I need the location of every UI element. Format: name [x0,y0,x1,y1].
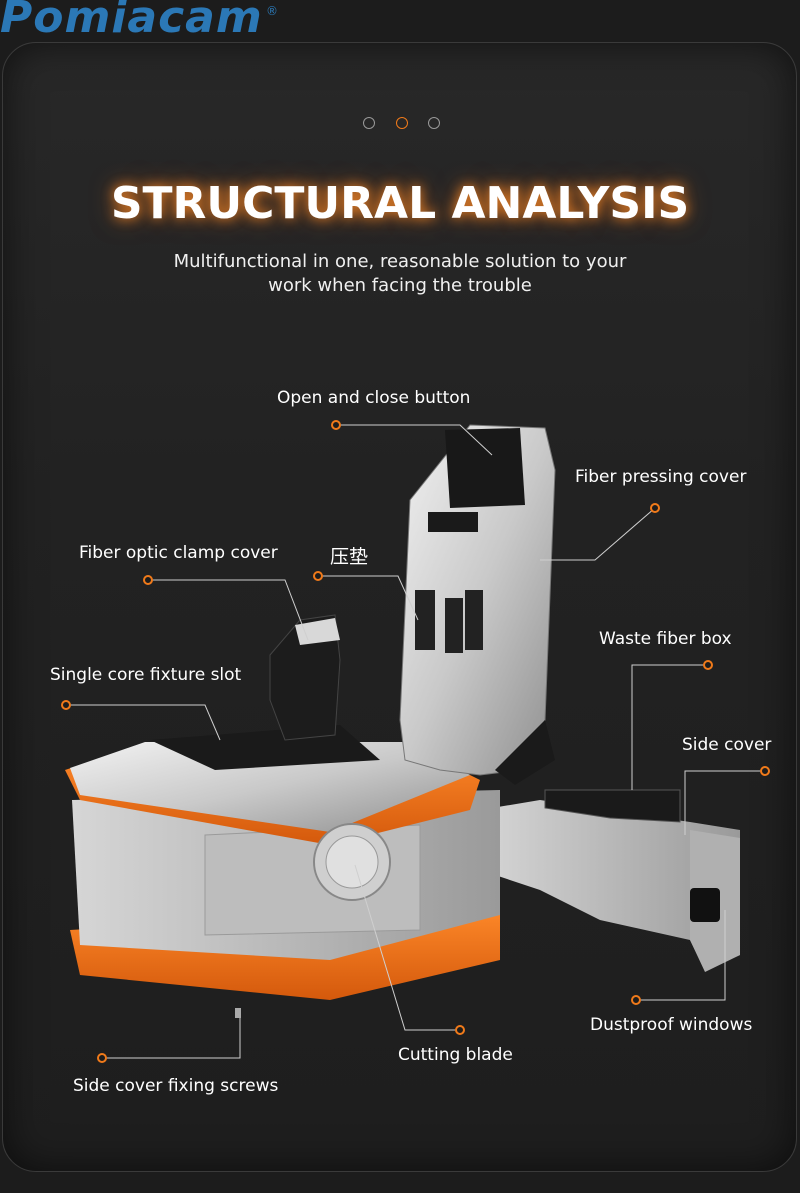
carousel-dot-1[interactable] [363,117,375,129]
callout-markers [61,420,770,1063]
label-dustproof-windows: Dustproof windows [590,1015,753,1035]
label-fiber-pressing-cover: Fiber pressing cover [575,467,747,487]
label-open-close-button: Open and close button [277,388,471,408]
page-subtitle: Multifunctional in one, reasonable solut… [173,251,627,296]
label-waste-fiber-box: Waste fiber box [599,629,732,649]
label-single-core-fixture-slot: Single core fixture slot [50,665,242,685]
carousel-dot-3[interactable] [428,117,440,129]
page-title: STRUCTURAL ANALYSIS [110,178,690,229]
label-cutting-blade: Cutting blade [398,1045,513,1065]
label-fiber-optic-clamp-cover: Fiber optic clamp cover [79,543,278,563]
brand-logo: Pomiacam [0,0,263,43]
screw-part [235,1008,241,1018]
leader-lines [66,424,765,1059]
content-card [2,42,797,1172]
registered-mark: ® [266,4,278,18]
waste-fiber-box-part [480,789,740,972]
carousel-dot-2-active[interactable] [396,117,408,129]
label-side-cover-fixing-screws: Side cover fixing screws [73,1076,279,1096]
fiber-pressing-cover-part [399,424,556,785]
main-body [65,725,500,1000]
label-pressure-pad: 压垫 [330,546,369,568]
label-side-cover: Side cover [682,735,772,755]
fiber-clamp-cover-part [269,614,341,741]
